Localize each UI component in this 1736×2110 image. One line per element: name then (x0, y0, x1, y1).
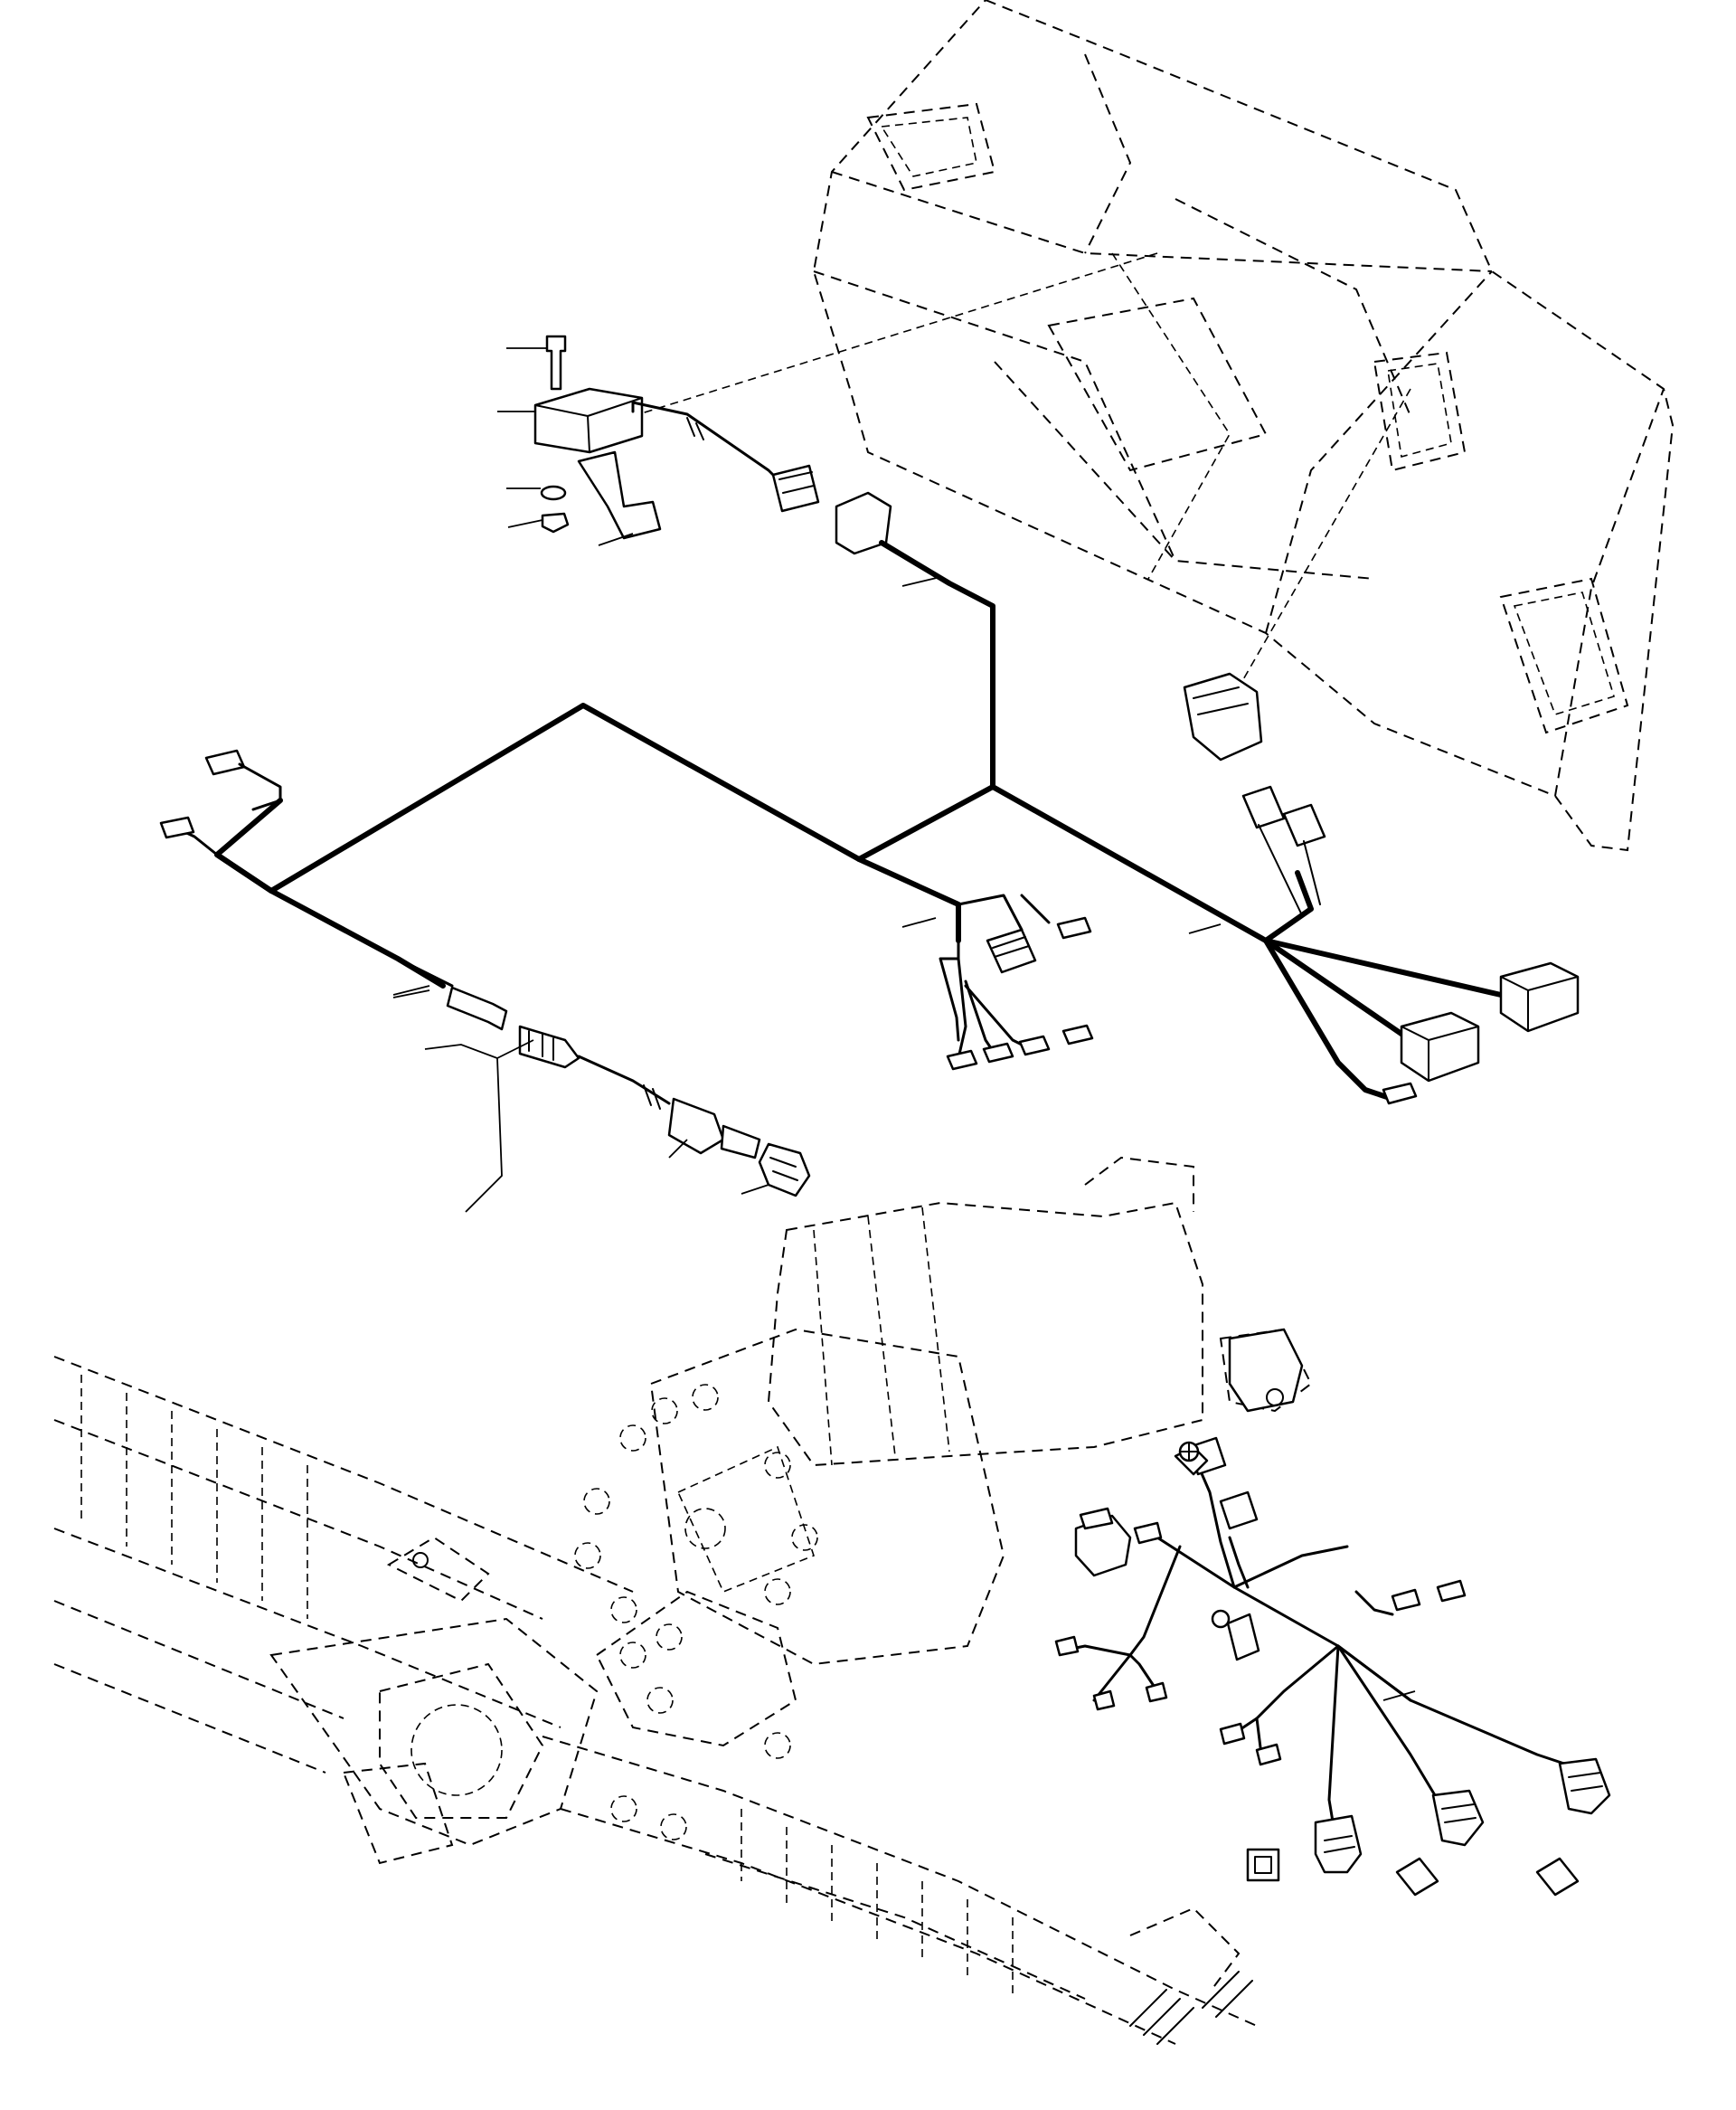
switch-leader-line (1238, 388, 1411, 688)
right-branch-harness (1183, 672, 1580, 1105)
sensor-cable-assembly (392, 957, 811, 1213)
engine-connector-block (1074, 1514, 1132, 1577)
nut (541, 512, 570, 534)
relay-connector-female (771, 464, 820, 513)
engine-fuse-2 (1133, 1521, 1163, 1545)
connector-small-1 (946, 1049, 978, 1071)
engine-connector-bottom-2 (1255, 1743, 1282, 1766)
socket-face-2 (1395, 1857, 1439, 1897)
engine-connector-bottom-1 (1219, 1722, 1246, 1746)
connector-small-3 (1018, 1035, 1051, 1056)
socket-face-3 (1535, 1857, 1580, 1897)
transmission-outline (574, 1156, 1313, 1840)
engine-connector-left-c (1145, 1681, 1168, 1703)
grommet (1211, 1609, 1231, 1629)
sensor-adapter (758, 1142, 811, 1197)
engine-fuse-1 (1079, 1507, 1114, 1530)
connector-left-upper (204, 749, 246, 776)
connector-left-lower (159, 816, 195, 839)
plug-connector-1 (1314, 1814, 1363, 1874)
socket-face-1 (1246, 1848, 1280, 1882)
fan-grommet (1178, 1441, 1200, 1462)
console-switch (1183, 672, 1263, 762)
engine-connector-right-2 (1436, 1579, 1467, 1603)
cable-plug-male (518, 1025, 580, 1069)
switch-connector-2 (1282, 803, 1326, 847)
engine-harness-leader (1382, 1690, 1416, 1701)
washer (540, 485, 567, 501)
console-leader-line (632, 252, 1158, 417)
main-cab-harness (159, 540, 1269, 1071)
engine-connector-small-2 (1219, 1490, 1259, 1530)
engine-connector-mid (1226, 1613, 1260, 1661)
sensor-thread (720, 1124, 761, 1159)
sensor-body (667, 1097, 725, 1155)
connector-center-right (1056, 916, 1092, 940)
relay-module-assembly (533, 335, 892, 555)
connector-small-2 (982, 1042, 1014, 1064)
engine-harness (1054, 1436, 1611, 1897)
transmission-sensor-unit (1228, 1328, 1304, 1413)
cable-plug-female (446, 986, 508, 1031)
engine-connector-left-b (1092, 1689, 1116, 1711)
bolt (545, 335, 567, 391)
relay-leader-lines (497, 347, 941, 587)
engine-connector-right-1 (1391, 1588, 1421, 1612)
cab-console-outline (812, 0, 1675, 852)
mounting-bracket (577, 450, 662, 540)
engine-connector-left-a (1054, 1635, 1080, 1657)
harness-leader-lines (392, 917, 1222, 998)
control-box-left (1400, 1011, 1480, 1083)
chassis-frame-outline (53, 1356, 1258, 2045)
connector-right-end (1382, 1082, 1418, 1105)
control-box-right (1499, 961, 1580, 1033)
switch-connector-1 (1241, 785, 1286, 829)
connector-small-4 (1061, 1024, 1094, 1046)
